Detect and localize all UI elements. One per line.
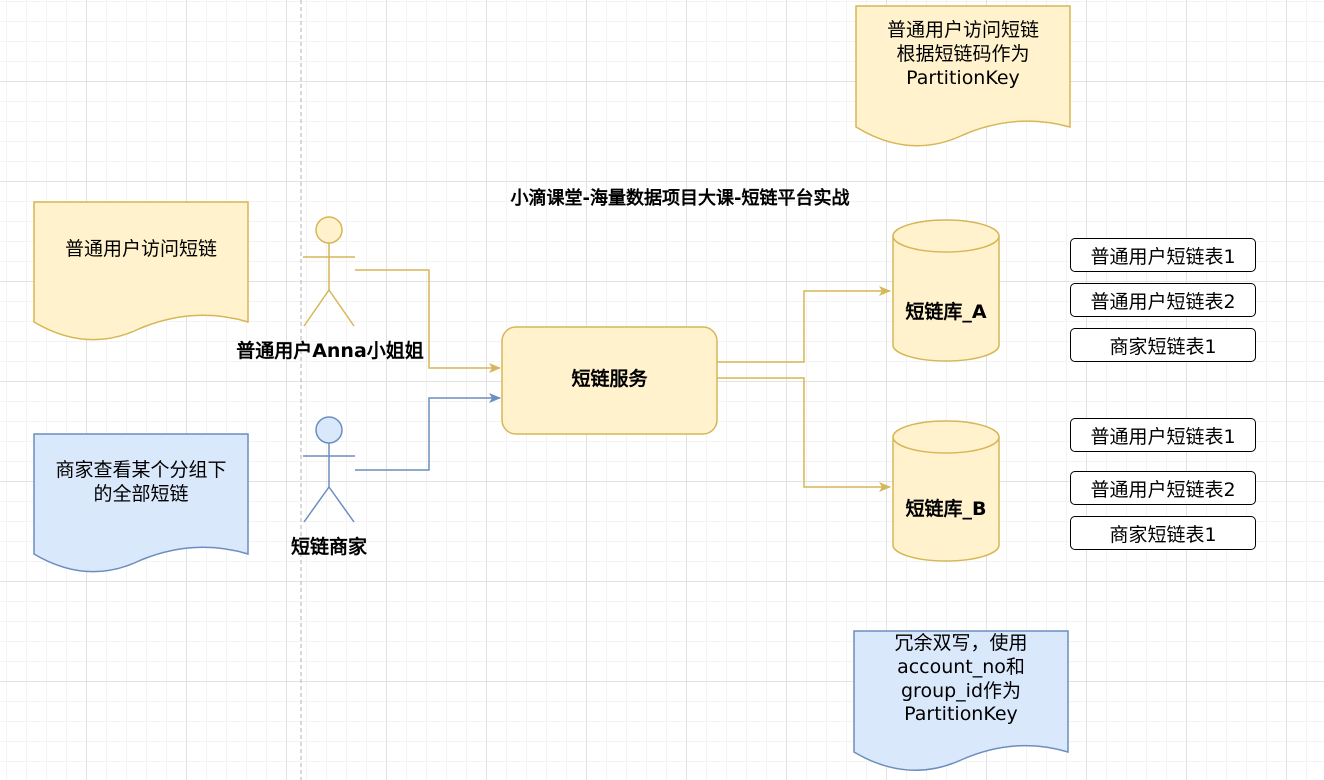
note-top-right-text: 普通用户访问短链 根据短链码作为 PartitionKey: [856, 19, 1070, 90]
service-label: 短链服务: [571, 368, 648, 390]
merchant-to-service-arrow[interactable]: [355, 393, 501, 471]
service-to-db-b-arrow[interactable]: [717, 377, 891, 492]
note-left-user-shape[interactable]: [33, 201, 249, 341]
note-left-merchant-shape[interactable]: [33, 433, 249, 573]
user-actor-label: 普通用户Anna小姐姐: [236, 340, 424, 362]
note-top-right-shape[interactable]: [855, 5, 1071, 147]
note-bottom-line-1: 冗余双写，使用: [894, 632, 1028, 654]
user-actor-icon[interactable]: [303, 216, 355, 327]
db-b-label: 短链库_B: [905, 498, 987, 520]
db-a-cylinder[interactable]: [892, 219, 1000, 362]
note-bottom-text: 冗余双写，使用 account_no和 group_id作为 Partition…: [854, 632, 1068, 727]
db-b-table-1[interactable]: 普通用户短链表1: [1070, 418, 1256, 452]
service-to-db-a-arrow[interactable]: [717, 286, 891, 363]
note-left-merchant-line-2: 的全部短链: [93, 482, 189, 505]
user-to-service-arrow[interactable]: [355, 269, 501, 373]
merchant-actor-label: 短链商家: [290, 536, 367, 558]
note-top-right-line-2: 根据短链码作为: [896, 42, 1030, 65]
note-bottom-line-3: group_id作为: [900, 679, 1022, 702]
note-left-merchant-line-1: 商家查看某个分组下: [55, 459, 227, 481]
note-left-merchant-text: 商家查看某个分组下 的全部短链: [34, 459, 248, 507]
note-left-user-text: 普通用户访问短链: [34, 238, 248, 262]
db-b-cylinder[interactable]: [892, 420, 1000, 562]
note-top-right-line-1: 普通用户访问短链: [886, 19, 1039, 41]
service-box[interactable]: [501, 326, 718, 435]
note-left-user-line-1: 普通用户访问短链: [64, 238, 217, 260]
merchant-actor-icon[interactable]: [303, 416, 355, 523]
note-bottom-line-4: PartitionKey: [904, 703, 1018, 726]
db-a-table-1[interactable]: 普通用户短链表1: [1070, 238, 1256, 272]
note-bottom-line-2: account_no和: [897, 655, 1025, 678]
note-bottom-shape[interactable]: [853, 630, 1069, 771]
note-top-right-line-3: PartitionKey: [906, 66, 1020, 89]
db-b-table-3[interactable]: 商家短链表1: [1070, 516, 1256, 550]
diagram-title: 小滴课堂-海量数据项目大课-短链平台实战: [510, 188, 850, 209]
db-a-table-3[interactable]: 商家短链表1: [1070, 328, 1256, 362]
db-a-label: 短链库_A: [905, 301, 987, 323]
db-b-table-2[interactable]: 普通用户短链表2: [1070, 471, 1256, 505]
db-a-table-2[interactable]: 普通用户短链表2: [1070, 283, 1256, 317]
